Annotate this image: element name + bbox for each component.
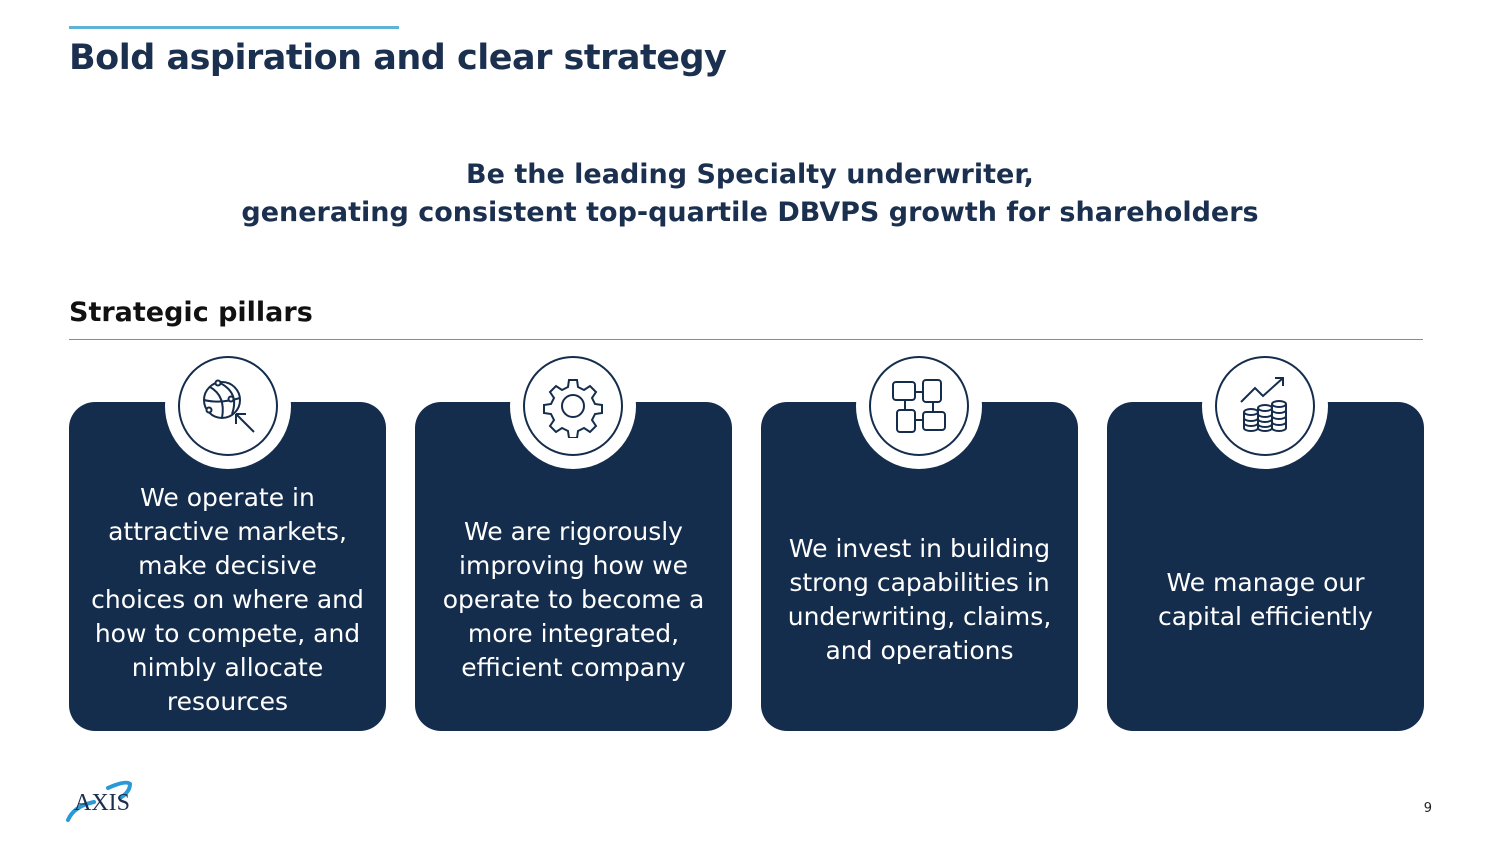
aspiration-line-2: generating consistent top-quartile DBVPS… [241,197,1259,228]
aspiration-statement: Be the leading Specialty underwriter, ge… [0,156,1500,232]
section-heading: Strategic pillars [69,297,313,328]
title-accent-line [69,26,399,29]
pillar-badge [510,343,636,469]
page-number: 9 [1423,801,1432,816]
gear-icon [543,379,603,438]
divider [69,339,1423,340]
pillar-badge [1202,343,1328,469]
axis-logo: AXIS [64,776,136,830]
network-cursor-icon [203,379,255,433]
page-title: Bold aspiration and clear strategy [69,38,727,78]
pillar-text: We invest in building strong capabilitie… [787,533,1052,665]
pillar-text: We manage our capital efficiently [1158,567,1373,631]
joined-hands-icon [892,379,946,433]
aspiration-line-1: Be the leading Specialty underwriter, [466,159,1034,190]
pillar-text: We are rigorously improving how we opera… [442,516,705,682]
coins-growth-icon [1240,377,1287,432]
pillar-badge [165,343,291,469]
svg-text:AXIS: AXIS [74,790,130,816]
pillar-text: We operate in attractive markets, make d… [91,482,364,716]
pillar-badge [856,343,982,469]
